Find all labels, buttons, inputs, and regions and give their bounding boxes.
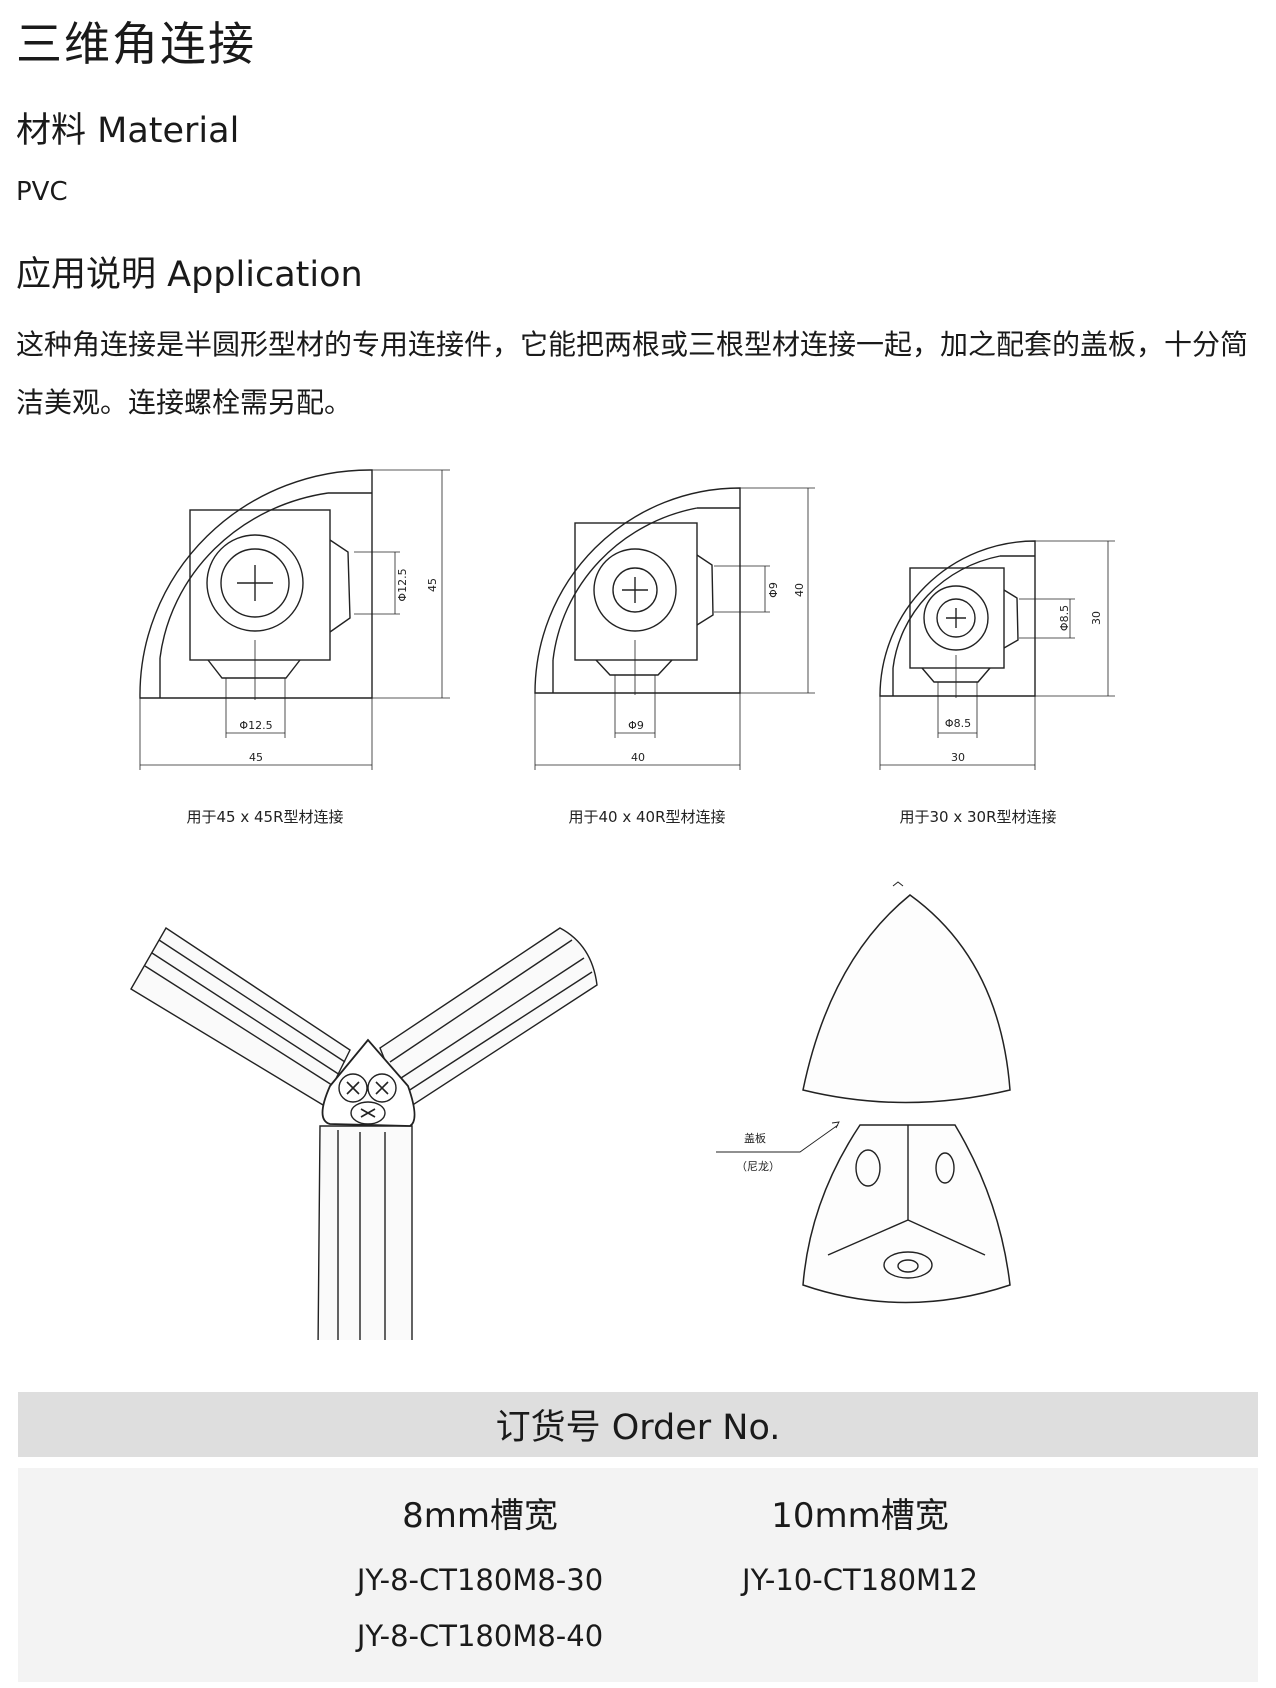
technical-drawings: Φ12.5 45 Φ12.5 45 用于45 x 45R型材连接 Φ9 40 Φ… <box>130 469 1115 1340</box>
dim-45-height: 45 <box>426 578 439 592</box>
dim-40-hole-side: Φ9 <box>767 582 780 598</box>
dim-45-hole-side: Φ12.5 <box>396 568 409 601</box>
order-table: 8mm槽宽 JY-8-CT180M8-30 JY-8-CT180M8-40 10… <box>18 1468 1258 1682</box>
drawing-30x30: Φ8.5 30 Φ8.5 30 用于30 x 30R型材连接 <box>879 540 1115 826</box>
dim-45-hole-bottom: Φ12.5 <box>239 719 272 732</box>
material-value: PVC <box>16 177 68 207</box>
dim-40-hole-bottom: Φ9 <box>628 719 644 732</box>
application-text: 这种角连接是半圆形型材的专用连接件，它能把两根或三根型材连接一起，加之配套的盖板… <box>16 328 1249 419</box>
caption-40: 用于40 x 40R型材连接 <box>568 808 725 826</box>
dim-45-width: 45 <box>249 751 263 764</box>
caption-45: 用于45 x 45R型材连接 <box>186 808 343 826</box>
cover-material-label: （尼龙） <box>736 1160 780 1173</box>
caption-30: 用于30 x 30R型材连接 <box>899 808 1056 826</box>
dim-30-hole-bottom: Φ8.5 <box>945 717 971 730</box>
application-heading: 应用说明 Application <box>16 255 363 295</box>
material-heading: 材料 Material <box>16 111 240 151</box>
dim-30-hole-side: Φ8.5 <box>1058 605 1071 631</box>
drawing-40x40: Φ9 40 Φ9 40 用于40 x 40R型材连接 <box>534 487 815 826</box>
order-code: JY-8-CT180M8-40 <box>356 1619 604 1653</box>
dim-40-width: 40 <box>631 751 645 764</box>
dim-40-height: 40 <box>793 583 806 597</box>
order-code: JY-10-CT180M12 <box>742 1563 978 1597</box>
dim-30-width: 30 <box>951 751 965 764</box>
order-column-10mm: 10mm槽宽 JY-10-CT180M12 <box>680 1490 1040 1608</box>
order-code: JY-8-CT180M8-30 <box>356 1563 604 1597</box>
column-heading: 10mm槽宽 <box>771 1496 949 1536</box>
assembly-illustration <box>130 927 598 1340</box>
column-heading: 8mm槽宽 <box>402 1496 558 1536</box>
dim-30-height: 30 <box>1090 611 1103 625</box>
page-title: 三维角连接 <box>16 17 256 71</box>
drawing-45x45: Φ12.5 45 Φ12.5 45 用于45 x 45R型材连接 <box>139 469 450 826</box>
cover-exploded-illustration: 盖板 （尼龙） <box>716 881 1011 1304</box>
cover-label: 盖板 <box>744 1131 766 1145</box>
order-heading: 订货号 Order No. <box>18 1392 1258 1457</box>
order-column-8mm: 8mm槽宽 JY-8-CT180M8-30 JY-8-CT180M8-40 <box>300 1490 660 1664</box>
